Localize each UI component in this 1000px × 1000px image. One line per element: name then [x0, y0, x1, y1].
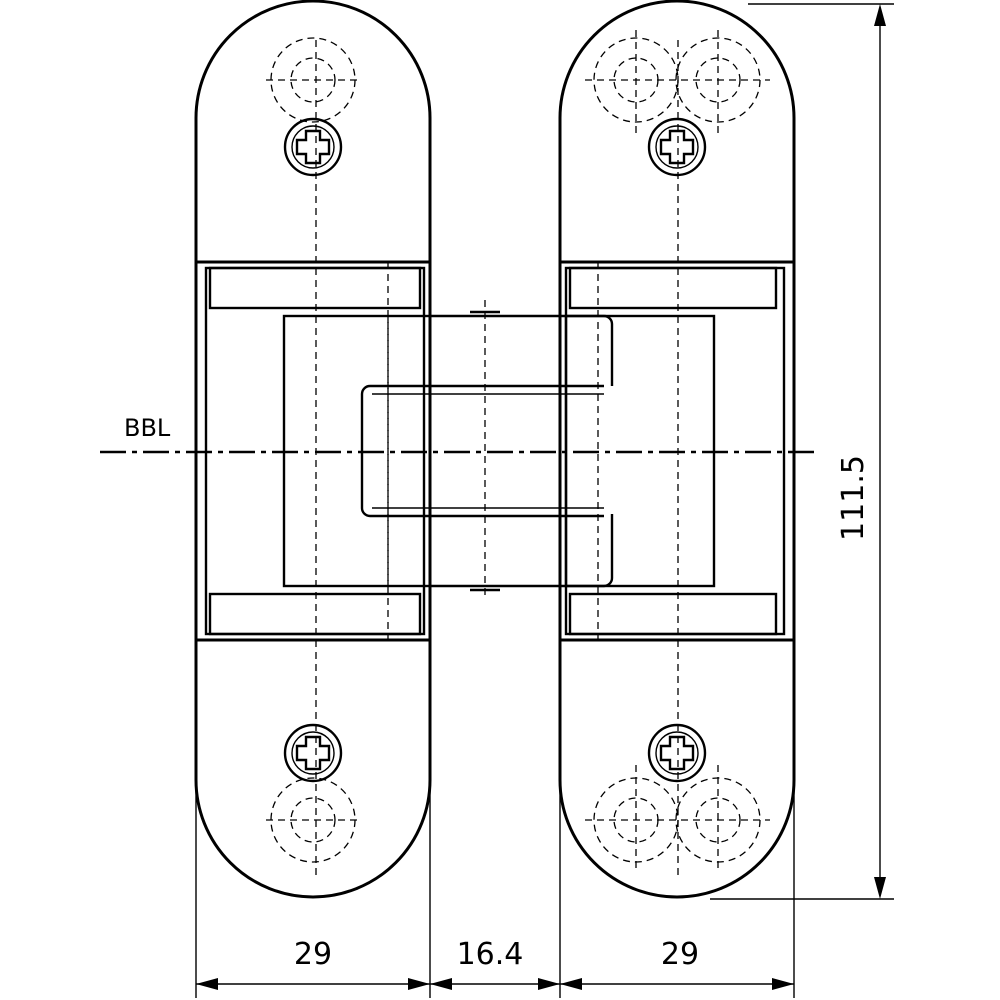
- link-arm-detail: [372, 393, 604, 509]
- left-top-cap: [194, 0, 432, 264]
- right-bottom-hidden-holes: [585, 765, 770, 870]
- link-arm-outer: [430, 314, 614, 588]
- right-top-screw: [647, 117, 707, 177]
- left-bottom-hidden-holes: [266, 777, 360, 863]
- right-bottom-cap: [558, 638, 796, 899]
- left-width-label: 29: [294, 937, 332, 972]
- bbl-label: BBL: [124, 414, 171, 442]
- left-upper-plate: [208, 266, 422, 310]
- left-bottom-cap: [194, 638, 432, 899]
- height-dimension: 111.5: [710, 3, 894, 900]
- height-dimension-label: 111.5: [836, 455, 871, 541]
- central-link-mechanism: [282, 300, 716, 600]
- left-top-screw: [283, 117, 343, 177]
- right-upper-plate: [568, 266, 778, 310]
- left-bottom-screw: [283, 723, 343, 783]
- left-top-hidden-holes: [266, 37, 360, 123]
- width-dimensions: 29 16.4 29: [195, 650, 795, 998]
- link-arm-inner: [360, 384, 604, 518]
- left-hinge-body: [194, 0, 432, 899]
- right-top-cap: [558, 0, 796, 264]
- right-hinge-body: [558, 0, 796, 899]
- middle-width-label: 16.4: [457, 937, 524, 972]
- right-lower-plate: [568, 592, 778, 636]
- right-width-label: 29: [661, 937, 699, 972]
- right-bottom-screw: [647, 723, 707, 783]
- left-lower-plate: [208, 592, 422, 636]
